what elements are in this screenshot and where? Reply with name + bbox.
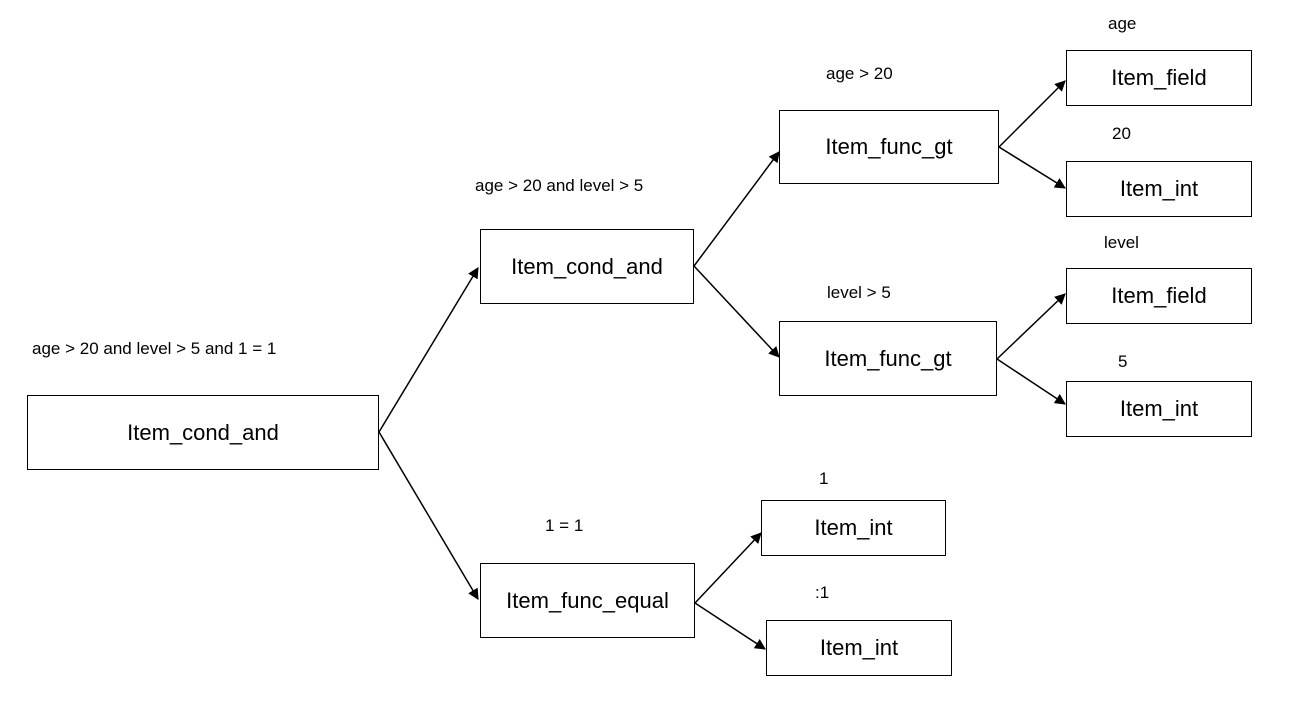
node-func-equal: Item_func_equal bbox=[480, 563, 695, 638]
label-gt-bottom-expression: level > 5 bbox=[827, 283, 891, 302]
node-int-1a: Item_int bbox=[761, 500, 946, 556]
node-int-1b: Item_int bbox=[766, 620, 952, 676]
label-age: age bbox=[1108, 14, 1137, 33]
label-level: level bbox=[1104, 233, 1139, 252]
node-root-cond-and: Item_cond_and bbox=[27, 395, 379, 470]
edge-equal-to-int-b bbox=[694, 602, 766, 650]
label-1b: :1 bbox=[815, 583, 830, 602]
label-equal-expression: 1 = 1 bbox=[545, 516, 584, 535]
edge-root-to-and bbox=[378, 267, 479, 433]
node-func-gt-bottom: Item_func_gt bbox=[779, 321, 997, 396]
edge-gt-bottom-to-int bbox=[996, 358, 1066, 405]
edge-gt-top-to-field bbox=[998, 80, 1066, 148]
label-gt-top-expression: age > 20 bbox=[826, 64, 893, 83]
edge-equal-to-int-a bbox=[694, 532, 762, 604]
label-1a: 1 bbox=[819, 469, 829, 488]
node-func-gt-top: Item_func_gt bbox=[779, 110, 999, 184]
label-5: 5 bbox=[1118, 352, 1128, 371]
node-cond-and: Item_cond_and bbox=[480, 229, 694, 304]
edge-gt-top-to-int bbox=[998, 146, 1066, 189]
edge-gt-bottom-to-field bbox=[996, 293, 1066, 360]
label-and-expression: age > 20 and level > 5 bbox=[475, 176, 644, 195]
node-int-20: Item_int bbox=[1066, 161, 1252, 217]
label-20: 20 bbox=[1112, 124, 1131, 143]
node-field-level: Item_field bbox=[1066, 268, 1252, 324]
label-root-expression: age > 20 and level > 5 and 1 = 1 bbox=[32, 339, 277, 358]
edge-and-to-gt-top bbox=[693, 151, 780, 267]
node-int-5: Item_int bbox=[1066, 381, 1252, 437]
edge-root-to-equal bbox=[378, 431, 479, 600]
node-field-age: Item_field bbox=[1066, 50, 1252, 106]
edge-and-to-gt-bottom bbox=[693, 265, 780, 358]
